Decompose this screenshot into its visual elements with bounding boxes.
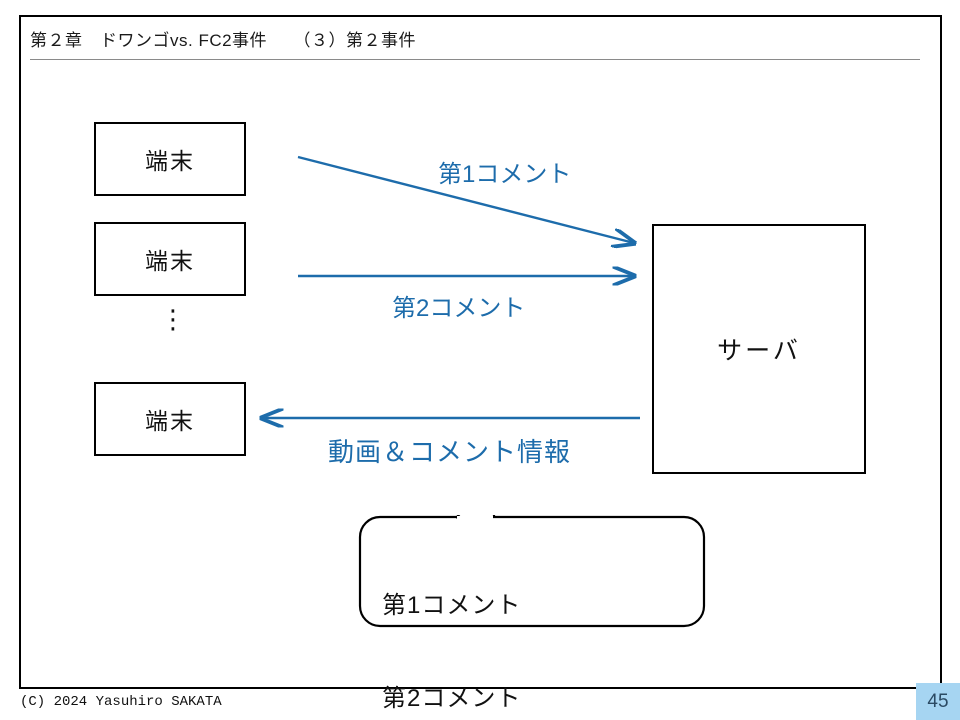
server-box: サーバ [652, 224, 866, 474]
header-divider [30, 59, 920, 60]
callout-line-1: 第1コメント [382, 592, 522, 619]
callout-bubble [358, 515, 706, 628]
slide-frame-left-line [19, 15, 21, 689]
arrow-label-first-comment: 第1コメント [438, 161, 572, 188]
page-number-badge: 45 [916, 683, 960, 720]
slide-frame-right-line [940, 15, 942, 689]
vertical-ellipsis-icon: ⋮ [160, 304, 186, 334]
server-box-label: サーバ [717, 337, 801, 365]
arrow-label-video-and-comment-info: 動画＆コメント情報 [328, 437, 572, 467]
terminal-box-3: 端末 [94, 382, 246, 456]
terminal-box-2-label: 端末 [145, 248, 195, 274]
terminal-box-1-label: 端末 [145, 148, 195, 174]
slide-header-title: 第２章 ドワンゴvs. FC2事件 （３）第２事件 [30, 31, 417, 50]
callout-line-2: 第2コメント [382, 685, 522, 712]
slide-frame-top-line [19, 15, 942, 17]
footer-copyright: (C) 2024 Yasuhiro SAKATA [20, 694, 222, 710]
page-number-text: 45 [927, 690, 949, 712]
callout-text: 第1コメント 第2コメント 各々のコメント付与時間 [382, 528, 657, 720]
terminal-box-2: 端末 [94, 222, 246, 296]
slide-frame-bottom-line [19, 687, 942, 689]
arrow-label-second-comment: 第2コメント [392, 295, 526, 322]
terminal-box-1: 端末 [94, 122, 246, 196]
terminal-box-3-label: 端末 [145, 408, 195, 434]
